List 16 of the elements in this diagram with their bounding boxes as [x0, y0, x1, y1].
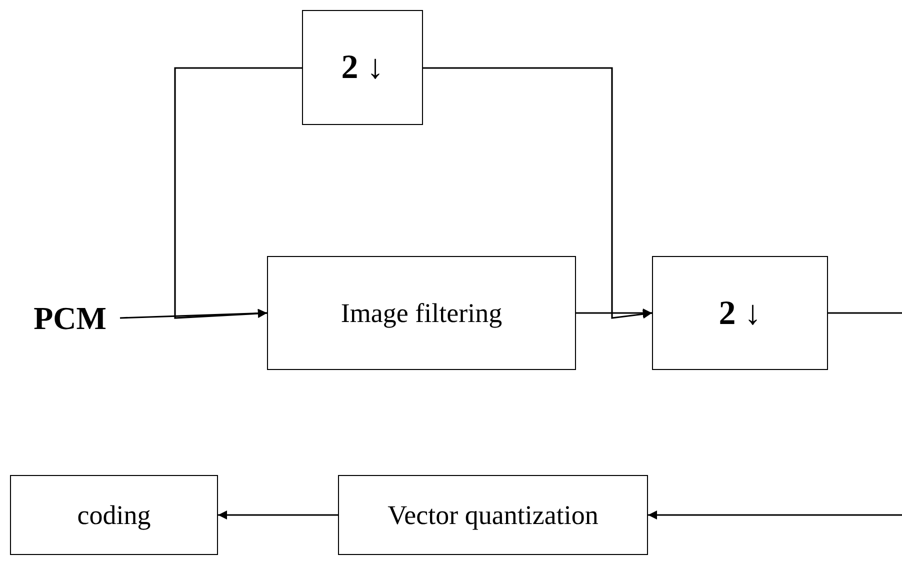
- process-box: [338, 475, 648, 555]
- box-label: 2 ↓: [718, 294, 762, 334]
- arrow: [648, 510, 902, 520]
- box-label: Vector quantization: [388, 498, 598, 532]
- process-box: [302, 10, 423, 125]
- box-label: coding: [77, 498, 151, 532]
- input-label: PCM: [34, 299, 106, 338]
- arrow: [218, 510, 338, 520]
- arrow: [576, 308, 652, 318]
- box-label: 2 ↓: [341, 48, 384, 88]
- process-box: [652, 256, 828, 370]
- box-label: Image filtering: [340, 296, 502, 330]
- process-box: [267, 256, 576, 370]
- arrow: [120, 308, 268, 319]
- process-box: [10, 475, 218, 555]
- arrow: [174, 67, 302, 319]
